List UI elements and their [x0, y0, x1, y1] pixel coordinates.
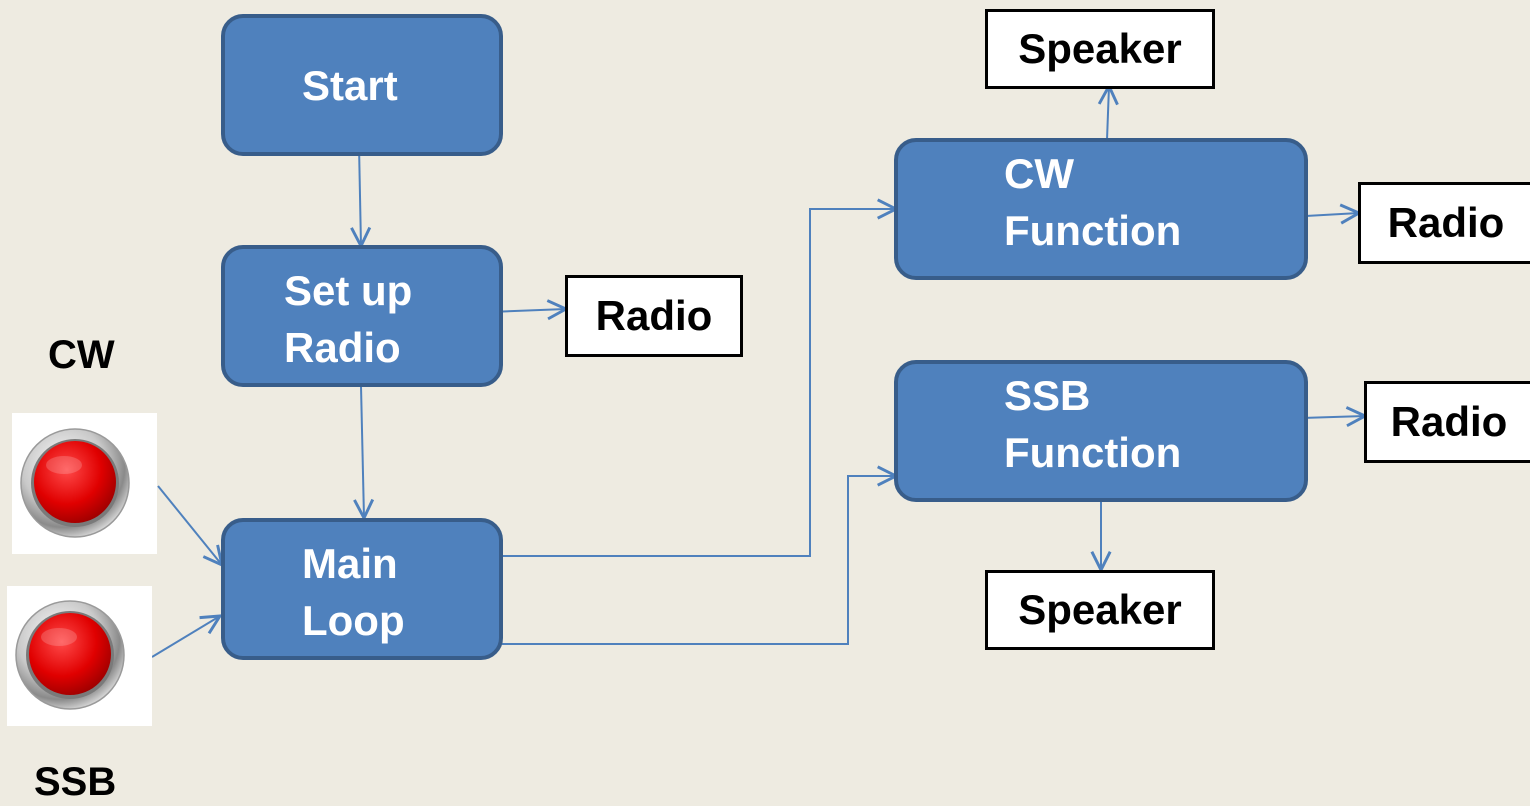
start-box: Start [221, 14, 503, 156]
radio-output-cw: Radio [1358, 182, 1530, 264]
cw-input-label: CW [48, 333, 115, 377]
cw-function-box: CW Function [894, 138, 1308, 280]
arrow-cw-to-speaker [1107, 86, 1109, 141]
main-loop-box: Main Loop [221, 518, 503, 660]
setup-radio-box: Set up Radio [221, 245, 503, 387]
speaker-output-ssb: Speaker [985, 570, 1215, 650]
ssb-function-box: SSB Function [894, 360, 1308, 502]
arrow-cw-button-to-main [157, 485, 222, 565]
ssb-button[interactable] [7, 586, 152, 726]
radio-output-ssb: Radio [1364, 381, 1530, 463]
ssb-input-label: SSB [34, 760, 117, 804]
radio-output-setup: Radio [565, 275, 743, 357]
main-loop-label: Main Loop [302, 540, 405, 644]
radio-output-setup-label: Radio [595, 292, 713, 339]
red-push-button-icon [15, 600, 125, 710]
cw-button[interactable] [12, 413, 157, 554]
radio-output-cw-label: Radio [1387, 199, 1505, 246]
speaker-output-ssb-label: Speaker [1018, 586, 1182, 633]
setup-radio-label: Set up Radio [284, 267, 413, 371]
arrow-main-to-cw [502, 209, 896, 557]
ssb-function-label: SSB Function [1004, 372, 1182, 476]
arrow-setup-to-main [361, 385, 364, 518]
speaker-output-cw: Speaker [985, 9, 1215, 89]
arrow-main-to-ssb [502, 476, 896, 645]
speaker-output-cw-label: Speaker [1018, 25, 1182, 72]
red-push-button-icon [20, 428, 130, 538]
radio-output-ssb-label: Radio [1390, 398, 1508, 445]
arrow-ssb-button-to-main [151, 616, 220, 658]
cw-function-label: CW Function [1004, 150, 1182, 254]
start-label: Start [302, 62, 398, 109]
